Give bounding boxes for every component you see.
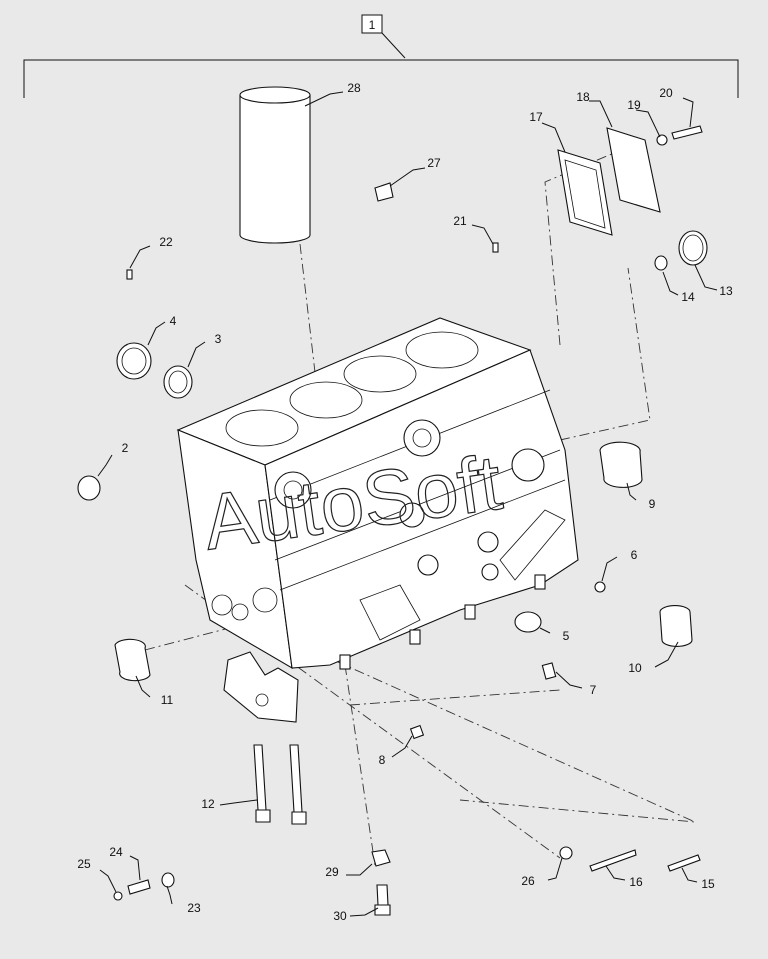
- callout-8: 8: [379, 753, 386, 767]
- callout-28: 28: [347, 81, 361, 95]
- callout-23: 23: [187, 901, 201, 915]
- callout-12: 12: [201, 797, 215, 811]
- callout-26: 26: [521, 874, 535, 888]
- callout-labels: 2 3 4 5 6 7 8 9 10 11 12 13 14 15 16 17 …: [77, 81, 733, 923]
- callout-leaders: [97, 91, 718, 917]
- callout-3: 3: [215, 332, 222, 346]
- callout-10: 10: [628, 661, 642, 675]
- callout-21: 21: [453, 214, 467, 228]
- callout-18: 18: [576, 90, 590, 104]
- callout-6: 6: [631, 548, 638, 562]
- engine-block: [176, 317, 579, 670]
- main-bearing-cap: [223, 651, 299, 723]
- callout-7: 7: [590, 683, 597, 697]
- callout-16: 16: [629, 875, 643, 889]
- callout-11: 11: [161, 693, 174, 707]
- assembly-label: 1: [369, 18, 376, 32]
- assembly-bracket: 1: [23, 14, 739, 98]
- cylinder-liner: [239, 86, 311, 244]
- rear-cover-parts: [557, 125, 708, 271]
- callout-29: 29: [325, 865, 339, 879]
- callout-13: 13: [719, 284, 733, 298]
- callout-25: 25: [77, 857, 91, 871]
- callout-2: 2: [122, 441, 129, 455]
- callout-30: 30: [333, 909, 347, 923]
- cap-bolts: [253, 744, 307, 825]
- callout-9: 9: [649, 497, 656, 511]
- callout-22: 22: [159, 235, 173, 249]
- callout-4: 4: [170, 314, 177, 328]
- callout-5: 5: [563, 629, 570, 643]
- callout-14: 14: [681, 290, 695, 304]
- callout-24: 24: [109, 845, 123, 859]
- callout-27: 27: [427, 156, 441, 170]
- callout-20: 20: [659, 86, 673, 100]
- callout-15: 15: [701, 877, 715, 891]
- callout-17: 17: [529, 110, 543, 124]
- callout-19: 19: [627, 98, 641, 112]
- small-parts: [77, 182, 701, 916]
